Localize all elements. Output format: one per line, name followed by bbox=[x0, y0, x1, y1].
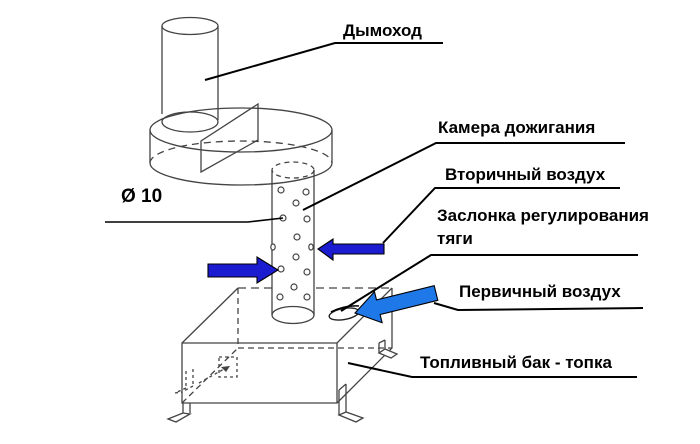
tube-top-rim-hidden bbox=[271, 161, 315, 179]
label-fuel-tank: Топливный бак - топка bbox=[420, 353, 612, 372]
tank-top-left-edge bbox=[181, 287, 239, 344]
afterburner-tube bbox=[270, 161, 315, 325]
damper-housing bbox=[149, 102, 333, 186]
tube-holes bbox=[270, 186, 314, 301]
tube-walls bbox=[271, 170, 315, 315]
leg-front-left bbox=[166, 403, 192, 423]
leg-back-right bbox=[377, 339, 399, 359]
disk-top-rim bbox=[149, 107, 333, 153]
leader-draft-damper bbox=[340, 254, 638, 312]
chimney-hole bbox=[161, 111, 219, 133]
label-chimney: Дымоход bbox=[343, 21, 422, 40]
fuel-tank-box bbox=[166, 287, 399, 423]
disk-bottom-front-arc bbox=[149, 162, 333, 186]
leader-hole-diameter bbox=[105, 217, 284, 223]
leg-back-left-hidden bbox=[174, 369, 194, 394]
leader-afterburner bbox=[302, 142, 625, 211]
primary-air-arrow bbox=[354, 285, 439, 324]
leg-front-right bbox=[337, 383, 365, 423]
tube-bottom-rim bbox=[271, 305, 315, 325]
label-draft-damper: Заслонка регулирования тяги bbox=[437, 206, 649, 248]
disk-bottom-back-arc bbox=[149, 140, 333, 164]
secondary-air-arrow-left bbox=[207, 256, 280, 284]
label-hole-diameter: Ø 10 bbox=[121, 186, 163, 207]
disk-walls bbox=[149, 130, 333, 163]
label-afterburner-chamber: Камера дожигания bbox=[438, 118, 596, 137]
tank-front-face bbox=[181, 342, 338, 404]
chimney-top-rim bbox=[161, 16, 219, 36]
chimney-walls bbox=[161, 26, 219, 120]
hidden-air-flow-arrowhead bbox=[221, 366, 230, 372]
chimney-pipe bbox=[161, 16, 219, 120]
label-secondary-air: Вторичный воздух bbox=[445, 165, 606, 184]
damper-plate bbox=[200, 102, 259, 174]
leader-secondary-air bbox=[382, 187, 620, 244]
tank-hidden-left-edge bbox=[181, 347, 239, 404]
air-arrows bbox=[207, 237, 439, 324]
leader-lines bbox=[105, 42, 644, 378]
leader-chimney bbox=[204, 42, 443, 81]
hidden-air-flow-line bbox=[198, 368, 225, 384]
label-primary-air: Первичный воздух bbox=[459, 282, 621, 301]
hidden-air-inlet bbox=[218, 356, 238, 378]
leader-primary-air bbox=[433, 302, 644, 312]
damper-flap-handle bbox=[330, 305, 360, 313]
leader-fuel-tank bbox=[347, 362, 637, 378]
secondary-air-arrow-right bbox=[317, 237, 385, 262]
tube-body-mask bbox=[272, 240, 314, 324]
